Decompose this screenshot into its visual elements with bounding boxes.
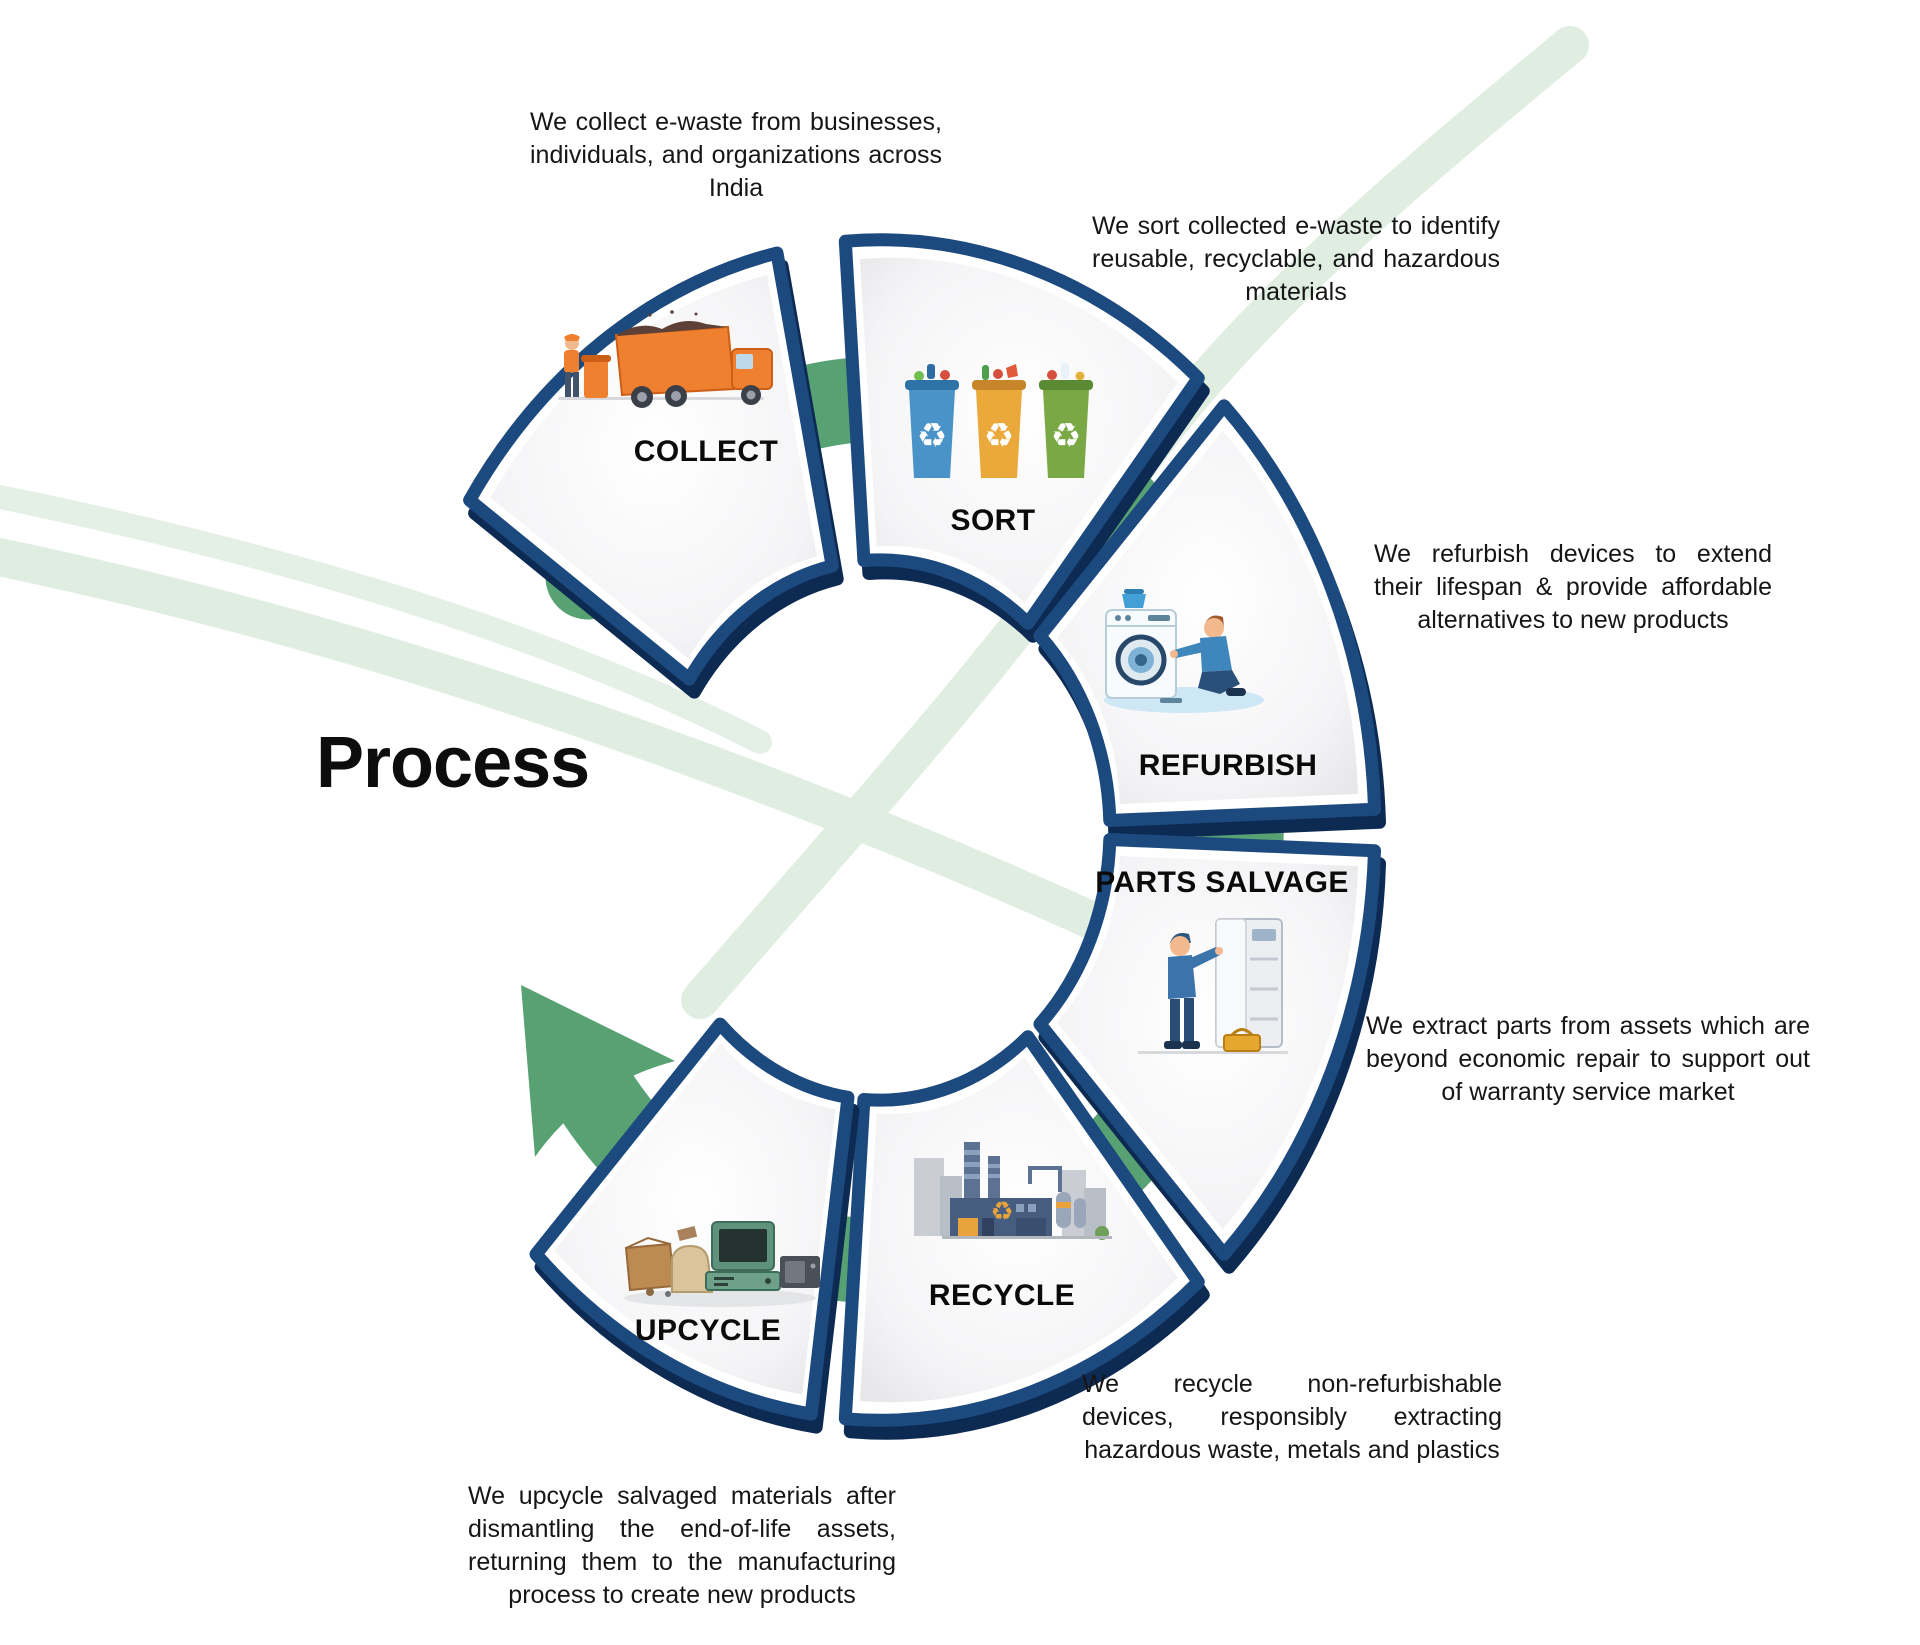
recycle-factory-icon: ♻ [914, 1142, 1112, 1240]
recycle-symbol-icon: ♻ [990, 1196, 1013, 1226]
refurbish-technician-icon [1104, 589, 1264, 713]
sort-bin-blue-icon: ♻ [905, 364, 959, 478]
stage-description-upcycle: We upcycle salvaged materials after dism… [468, 1482, 896, 1609]
stage-label-refurbish: REFURBISH [1138, 749, 1318, 782]
upcycle-ewaste-icon [624, 1221, 820, 1307]
recycle-symbol-icon: ♻ [917, 417, 947, 455]
wedge-refurbish-panel [1056, 430, 1359, 804]
stage-description-sort: We sort collected e-waste to identify re… [1092, 212, 1500, 306]
stage-wedge-upcycle [529, 1017, 855, 1421]
sort-bins-icon: ♻ ♻ ♻ [905, 363, 1093, 478]
stage-description-recycle: We recycle non-refurbishable devices, re… [1082, 1370, 1502, 1464]
stage-description-parts-salvage: We extract parts from assets which are b… [1366, 1012, 1810, 1106]
sort-bin-green-icon: ♻ [1039, 363, 1093, 478]
ribbon-upper-left-icon [0, 484, 772, 754]
parts-salvage-technician-icon [1138, 918, 1288, 1054]
stage-description-collect: We collect e-waste from businesses, indi… [530, 108, 942, 202]
sort-bin-yellow-icon: ♻ [972, 364, 1026, 478]
stage-label-recycle: RECYCLE [928, 1279, 1076, 1312]
stage-description-refurbish: We refurbish devices to extend their lif… [1374, 540, 1772, 634]
wedge-upcycle-panel [554, 1043, 836, 1395]
recycle-symbol-icon: ♻ [1051, 417, 1081, 455]
cycle-arrow-head-icon [521, 985, 675, 1157]
recycle-symbol-icon: ♻ [984, 417, 1014, 455]
stage-label-sort: SORT [950, 504, 1036, 537]
stage-label-parts-salvage: PARTS SALVAGE [1095, 866, 1349, 899]
collect-truck-icon [558, 310, 773, 408]
stage-wedge-refurbish [1033, 399, 1381, 827]
stage-label-upcycle: UPCYCLE [634, 1314, 782, 1347]
page-title: Process [316, 723, 590, 803]
stage-label-collect: COLLECT [633, 435, 779, 468]
